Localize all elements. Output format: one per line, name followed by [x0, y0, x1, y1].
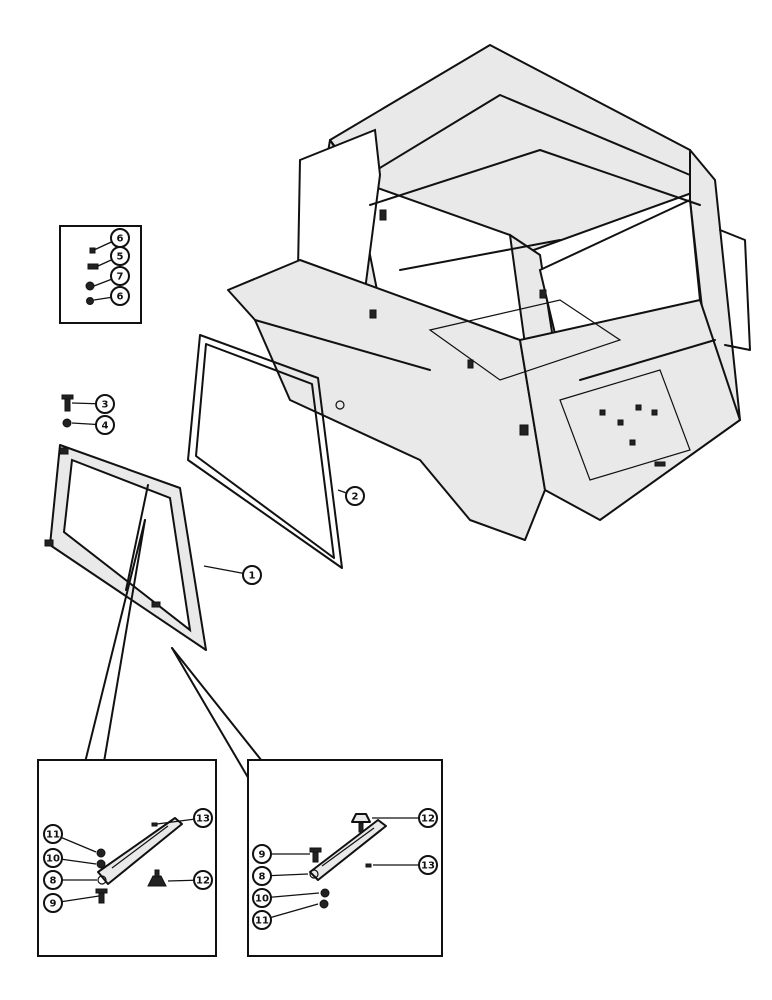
callout-number: 12: [196, 876, 210, 887]
callout-circle: [43, 824, 63, 844]
callout-number: 5: [117, 252, 124, 263]
callout-circle: [43, 848, 63, 868]
callout-circle: [252, 866, 272, 886]
callout-number: 13: [421, 861, 435, 872]
callout-circle: [110, 246, 130, 266]
bolt-part-3: [61, 394, 74, 412]
detail-box-right: [247, 759, 443, 957]
callout-circle: [43, 893, 63, 913]
callout-number: 9: [50, 899, 57, 910]
callout-circle: [252, 844, 272, 864]
callout-number: 8: [50, 876, 57, 887]
callout-number: 2: [352, 492, 359, 503]
callout-circle: [95, 394, 115, 414]
callout-circle: [345, 486, 365, 506]
callout-circle: [110, 266, 130, 286]
cab-assembly: [227, 44, 751, 541]
callout-number: 6: [117, 292, 124, 303]
callout-number: 7: [117, 272, 124, 283]
callout-circle: [252, 888, 272, 908]
callout-number: 4: [102, 421, 109, 432]
callout-number: 11: [255, 916, 269, 927]
hardware-inset: [59, 225, 142, 324]
callout-number: 6: [117, 234, 124, 245]
washer-part-4: [62, 418, 72, 428]
callout-number: 10: [46, 854, 60, 865]
callout-number: 10: [255, 894, 269, 905]
callout-circle: [418, 808, 438, 828]
callout-circle: [418, 855, 438, 875]
callout-circle: [43, 870, 63, 890]
window-frame-part-1: [44, 444, 207, 651]
callout-circle: [110, 286, 130, 306]
callout-number: 8: [259, 872, 266, 883]
callout-circle: [252, 910, 272, 930]
callout-circle: [242, 565, 262, 585]
callout-number: 12: [421, 814, 435, 825]
detail-box-left: [37, 759, 217, 957]
window-seal-part-2: [187, 334, 343, 569]
callout-number: 9: [259, 850, 266, 861]
callout-number: 11: [46, 830, 60, 841]
callout-circle: [95, 415, 115, 435]
callout-circle: [193, 808, 213, 828]
callout-number: 3: [102, 400, 109, 411]
callout-number: 1: [249, 571, 256, 582]
callout-number: 13: [196, 814, 210, 825]
callout-circle: [193, 870, 213, 890]
